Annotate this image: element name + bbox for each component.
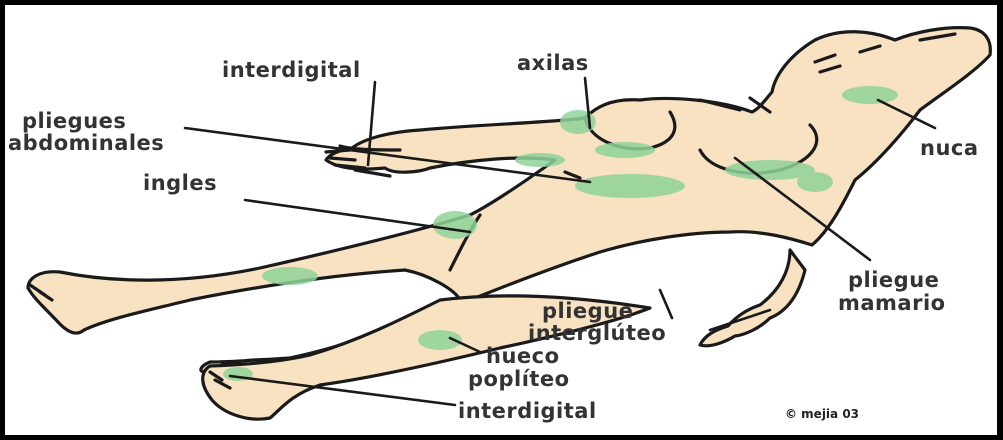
credit-signature: © mejia 03 [785, 407, 859, 421]
label-ingles: ingles [143, 171, 217, 195]
label-pliegue-mamario-line1: pliegue [848, 268, 939, 292]
highlight-ingle [433, 211, 477, 239]
label-hueco-line2: poplíteo [468, 367, 570, 391]
highlight-abdomen-2 [515, 153, 565, 167]
highlight-thigh [262, 267, 318, 285]
label-pliegue-interg-line1: pliegue [542, 299, 633, 323]
label-interdigital-foot: interdigital [458, 399, 597, 423]
label-interdigital-hand: interdigital [222, 58, 361, 82]
label-pliegue-mamario-line2: mamario [838, 291, 946, 315]
label-hueco-line1: hueco [486, 344, 560, 368]
label-pliegues-line2: abdominales [8, 131, 164, 155]
label-pliegues-line1: pliegues [22, 109, 126, 133]
label-axilas: axilas [517, 51, 589, 75]
highlight-under-breast [595, 142, 655, 158]
label-pliegue-interg-line2: interglúteo [528, 321, 666, 345]
highlight-abdomen [575, 174, 685, 198]
label-nuca: nuca [920, 136, 979, 160]
highlight-side [797, 172, 833, 192]
highlight-nuca [842, 86, 898, 104]
